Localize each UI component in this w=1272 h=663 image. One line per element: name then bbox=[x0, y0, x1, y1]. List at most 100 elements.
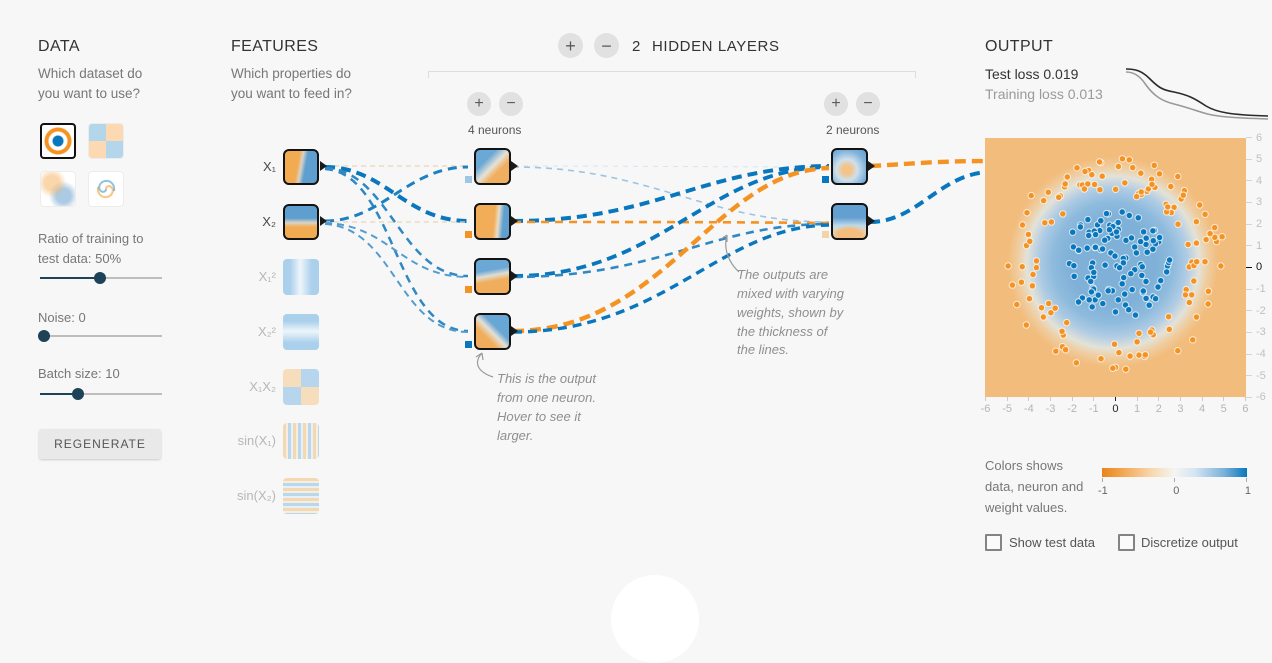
data-point bbox=[1045, 299, 1053, 308]
layer2-neuron-2[interactable] bbox=[831, 203, 868, 240]
data-point bbox=[1149, 245, 1157, 253]
data-point bbox=[1118, 208, 1126, 216]
colors-note: Colors shows data, neuron and weight val… bbox=[985, 456, 1083, 518]
layer1-neuron-2[interactable] bbox=[474, 203, 511, 240]
data-point bbox=[1017, 278, 1026, 286]
feature-x1x2[interactable] bbox=[283, 369, 319, 405]
slider-thumb[interactable] bbox=[94, 272, 106, 284]
data-panel-title: DATA bbox=[38, 38, 80, 55]
data-point bbox=[1139, 287, 1148, 295]
colors-note-line: Colors shows bbox=[985, 458, 1064, 473]
hidden-layers-label: HIDDEN LAYERS bbox=[652, 38, 780, 55]
batch-size-slider[interactable] bbox=[40, 387, 162, 401]
slider-thumb[interactable] bbox=[38, 330, 50, 342]
tick-mark bbox=[1102, 478, 1103, 482]
remove-layer-button[interactable]: − bbox=[594, 33, 619, 58]
feature-label-x2sq: X₂² bbox=[257, 324, 276, 339]
data-point bbox=[1121, 290, 1129, 298]
dataset-gaussian-thumbnail[interactable] bbox=[40, 171, 76, 207]
data-point bbox=[1137, 188, 1145, 196]
feature-x1-squared[interactable] bbox=[283, 259, 319, 295]
layer2-neuron-1[interactable] bbox=[831, 148, 868, 185]
layer1-neuron-3-bias bbox=[465, 286, 472, 293]
show-test-data-label[interactable]: Show test data bbox=[1009, 535, 1095, 550]
layer1-add-neuron-button[interactable]: + bbox=[467, 92, 491, 116]
slider-track[interactable] bbox=[40, 335, 162, 337]
data-point bbox=[1087, 288, 1096, 296]
slider-fill bbox=[40, 277, 101, 279]
feature-x1[interactable] bbox=[283, 149, 319, 185]
data-point bbox=[1099, 299, 1107, 308]
data-point bbox=[1192, 239, 1201, 247]
data-point bbox=[1025, 295, 1034, 303]
data-point bbox=[1115, 264, 1124, 272]
data-point bbox=[1091, 243, 1100, 252]
ratio-slider-label: Ratio of training to test data: 50% bbox=[38, 229, 166, 269]
data-point bbox=[1146, 328, 1155, 336]
data-point bbox=[1105, 226, 1114, 234]
data-point bbox=[1201, 258, 1209, 266]
data-point bbox=[1149, 227, 1157, 235]
data-point bbox=[1181, 291, 1190, 299]
dataset-spiral-thumbnail[interactable] bbox=[88, 171, 124, 207]
x-axis-tick: 0 bbox=[1105, 397, 1126, 415]
data-point bbox=[1201, 210, 1209, 219]
x-axis-tick: 4 bbox=[1192, 397, 1213, 415]
dataset-circle-thumbnail[interactable] bbox=[40, 123, 76, 159]
data-point bbox=[1204, 300, 1212, 308]
data-point bbox=[1097, 217, 1105, 225]
layer2-add-neuron-button[interactable]: + bbox=[824, 92, 848, 116]
dataset-xor-thumbnail[interactable] bbox=[88, 123, 124, 159]
layer2-remove-neuron-button[interactable]: − bbox=[856, 92, 880, 116]
training-loss-curve bbox=[1125, 71, 1269, 120]
data-point bbox=[1134, 214, 1143, 222]
colorbar-mid-label: 0 bbox=[1173, 485, 1180, 497]
noise-slider[interactable] bbox=[38, 329, 162, 343]
data-point bbox=[1027, 191, 1035, 200]
data-point bbox=[1088, 171, 1096, 179]
layer1-neuron-3[interactable] bbox=[474, 258, 511, 295]
annotation-line: Hover to see it bbox=[497, 408, 581, 424]
layer1-neuron-1-output-connector bbox=[511, 161, 518, 171]
colors-note-line: weight values. bbox=[985, 499, 1068, 515]
data-point bbox=[1114, 218, 1122, 227]
data-point bbox=[1018, 221, 1027, 229]
data-point bbox=[1128, 285, 1136, 294]
discretize-output-checkbox[interactable] bbox=[1118, 534, 1135, 551]
show-test-data-checkbox[interactable] bbox=[985, 534, 1002, 551]
data-point bbox=[1163, 268, 1171, 276]
data-point bbox=[1165, 256, 1174, 264]
feature-x2[interactable] bbox=[283, 204, 319, 240]
layer1-neuron-4-bias bbox=[465, 341, 472, 348]
data-point bbox=[1070, 262, 1078, 270]
discretize-output-label[interactable]: Discretize output bbox=[1141, 535, 1238, 550]
y-axis-tick: -4 bbox=[1246, 348, 1266, 360]
data-point bbox=[1032, 263, 1041, 272]
layer1-neuron-1[interactable] bbox=[474, 148, 511, 185]
ratio-slider[interactable] bbox=[40, 271, 162, 285]
regenerate-button[interactable]: REGENERATE bbox=[39, 429, 161, 459]
data-points-scatter bbox=[1004, 155, 1226, 373]
feature-x2-squared[interactable] bbox=[283, 314, 319, 350]
feature-label-x2: X₂ bbox=[262, 214, 276, 229]
y-axis-tick: 3 bbox=[1246, 196, 1266, 208]
layer1-remove-neuron-button[interactable]: − bbox=[499, 92, 523, 116]
feature-sin-x1[interactable] bbox=[283, 423, 319, 459]
data-point bbox=[1090, 180, 1099, 189]
data-point bbox=[1090, 268, 1098, 277]
color-scale-bar bbox=[1102, 468, 1247, 477]
layer1-neuron-2-output-connector bbox=[511, 216, 518, 226]
data-point bbox=[1109, 364, 1117, 372]
test-loss: Test loss 0.019 bbox=[985, 66, 1078, 82]
x-axis-tick: -4 bbox=[1018, 397, 1039, 415]
data-point bbox=[1096, 186, 1104, 194]
feature-sin-x2[interactable] bbox=[283, 478, 319, 514]
layer1-neuron-4[interactable] bbox=[474, 313, 511, 350]
annotation-line: mixed with varying bbox=[737, 285, 844, 301]
slider-thumb[interactable] bbox=[72, 388, 84, 400]
slider-track[interactable] bbox=[40, 393, 162, 395]
color-scale-tickmarks bbox=[1102, 478, 1247, 482]
tick-mark bbox=[1246, 478, 1247, 482]
add-layer-button[interactable]: + bbox=[558, 33, 583, 58]
data-point bbox=[1192, 313, 1201, 321]
